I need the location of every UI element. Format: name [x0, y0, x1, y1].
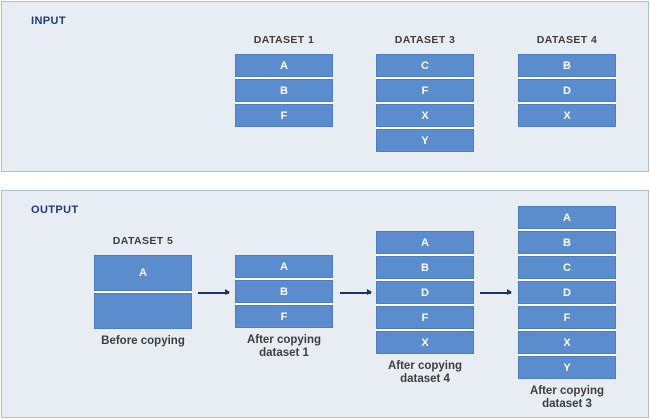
- data-block-label: B: [563, 236, 571, 249]
- data-block-label: B: [421, 261, 429, 274]
- data-block: F: [235, 104, 333, 127]
- data-block: D: [376, 281, 474, 304]
- right-arrow-icon: [198, 289, 230, 295]
- data-block: D: [518, 281, 616, 304]
- stage-before-copying-boxes: A: [94, 255, 192, 329]
- data-block-label: C: [563, 261, 571, 274]
- data-block-label: A: [139, 267, 147, 279]
- right-arrow-icon: [480, 289, 512, 295]
- data-block-label: F: [280, 310, 288, 323]
- data-block: B: [235, 79, 333, 102]
- output-panel-title: OUTPUT: [31, 204, 79, 216]
- data-block-label: B: [563, 59, 571, 72]
- data-block-label: D: [563, 84, 571, 97]
- data-block: [94, 293, 192, 329]
- data-block-label: A: [563, 211, 571, 224]
- input-panel-title: INPUT: [31, 15, 66, 27]
- data-block: A: [235, 54, 333, 77]
- data-block: A: [376, 231, 474, 254]
- data-block-label: B: [280, 285, 288, 298]
- stage-after-dataset-3-caption: After copying dataset 3: [529, 385, 605, 411]
- data-block: X: [376, 331, 474, 354]
- data-block: B: [376, 256, 474, 279]
- data-block: X: [518, 331, 616, 354]
- data-block-label: A: [280, 260, 288, 273]
- data-block: F: [235, 305, 333, 328]
- data-block: D: [518, 79, 616, 102]
- data-block: X: [518, 104, 616, 127]
- data-block: B: [235, 280, 333, 303]
- data-block-label: B: [280, 84, 288, 97]
- data-block-label: X: [563, 336, 571, 349]
- data-block-label: X: [421, 109, 429, 122]
- stage-before-copying-caption: Before copying: [101, 335, 185, 347]
- data-block-label: C: [421, 59, 429, 72]
- data-block: C: [518, 256, 616, 279]
- dataset-4-header: DATASET 4: [536, 34, 598, 46]
- data-block-label: F: [563, 311, 571, 324]
- data-block-label: Y: [563, 361, 571, 374]
- data-block: A: [235, 255, 333, 278]
- data-block: F: [376, 79, 474, 102]
- stage-after-dataset-1-caption: After copying dataset 1: [246, 334, 322, 360]
- stage-before-copying-column: DATASET 5 A Before copying: [94, 235, 192, 348]
- dataset-3-header: DATASET 3: [394, 34, 456, 46]
- stage-after-dataset-4-caption: After copying dataset 4: [387, 360, 463, 386]
- data-block-label: D: [421, 286, 429, 299]
- data-block: A: [518, 206, 616, 229]
- data-block-label: A: [280, 59, 288, 72]
- data-block: X: [376, 104, 474, 127]
- data-block: F: [518, 306, 616, 329]
- data-block: F: [376, 306, 474, 329]
- data-block: C: [376, 54, 474, 77]
- right-arrow-icon: [340, 289, 372, 295]
- data-block: Y: [518, 356, 616, 379]
- data-block-label: Y: [421, 134, 429, 147]
- data-block-label: A: [421, 236, 429, 249]
- data-block-label: D: [563, 286, 571, 299]
- data-block-label: F: [421, 84, 429, 97]
- data-block: B: [518, 231, 616, 254]
- data-block-label: X: [563, 109, 571, 122]
- data-block-label: X: [421, 336, 429, 349]
- data-block: A: [94, 255, 192, 291]
- dataset-1-header: DATASET 1: [253, 34, 315, 46]
- data-block-label: F: [280, 109, 288, 122]
- dataset-5-header: DATASET 5: [112, 235, 174, 247]
- data-block-label: F: [421, 311, 429, 324]
- data-block: Y: [376, 129, 474, 152]
- data-block: B: [518, 54, 616, 77]
